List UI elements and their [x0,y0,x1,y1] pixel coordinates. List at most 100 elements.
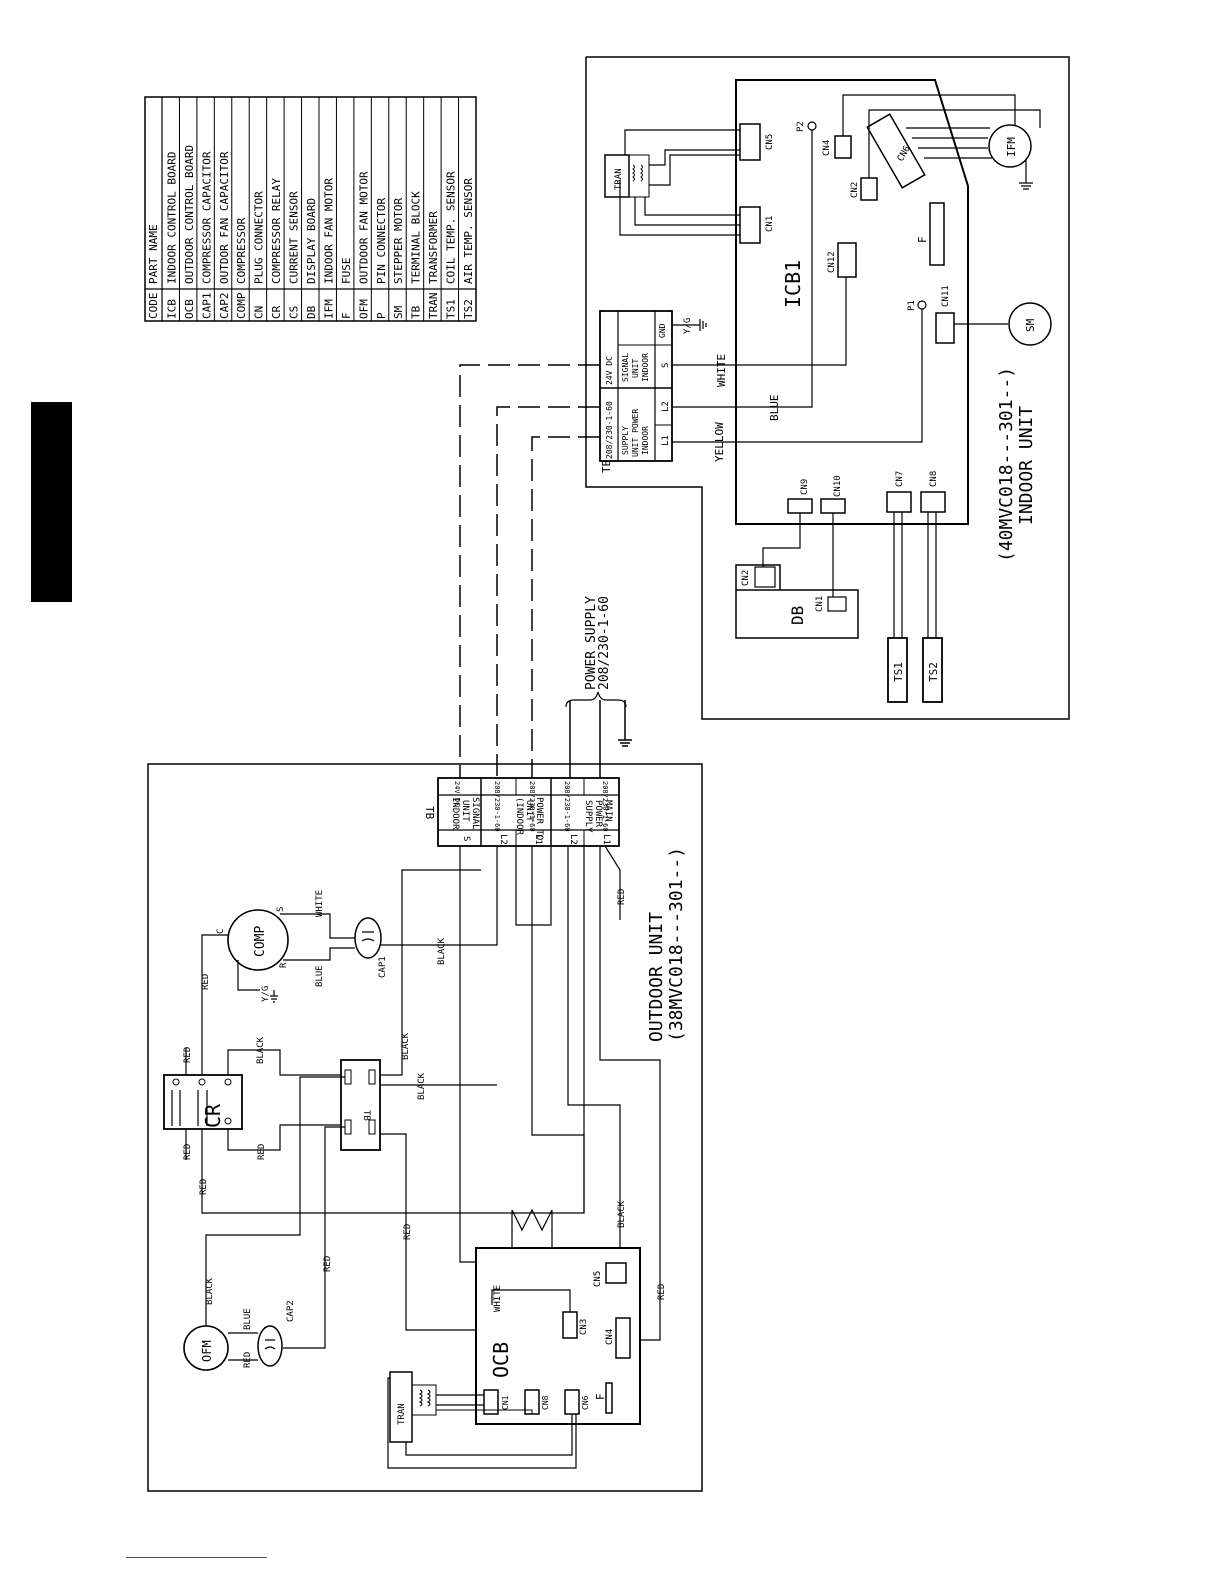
outdoor-terminal-block [437,777,620,847]
indoor-unit: ICB1 TRAN CN5 CN1 P2 CN4 CN6 CN2 IFM [585,56,1070,720]
indoor-p2-label: P2 [796,121,806,132]
db-label: DB [788,606,807,625]
legend-code: COMP [235,292,248,319]
legend-code: DB [305,305,318,319]
outdoor-fan-motor [183,1325,229,1371]
cap1-label: CAP1 [378,956,388,978]
legend-part-name: AIR TEMP. SENSOR [462,178,475,284]
comp-wire-blue: BLUE [315,965,325,987]
legend-part-name: OUTDOR FAN CAPACITOR [218,151,231,284]
legend-code: OFM [357,299,370,319]
outdoor-tb-power-3: (INDOOR [514,797,524,836]
legend-part-name: FUSE [340,258,353,285]
legend-part-name: INDOOR FAN MOTOR [322,178,335,284]
legend-part-name: COMPRESSOR [235,217,248,284]
ts1-sensor [887,637,908,703]
ocb-cn6 [564,1389,580,1415]
legend-code: CS [288,306,301,319]
cr-wire-red-bottom: RED [183,1144,193,1160]
ocb-fuse-label: F [594,1393,607,1400]
legend-part-name: PIN CONNECTOR [375,198,388,284]
indoor-fuse-label: F [916,236,929,243]
power-supply-label: POWER SUPPLY [584,596,599,690]
legend-code: TB [410,305,423,319]
outdoor-model: (38MVC018---301--) [666,847,687,1042]
outdoor-tb-signal-3: INDOOR [450,797,460,830]
legend-part-name: CURRENT SENSOR [288,191,301,284]
legend-part-name: COMPRESSOR RELAY [270,178,283,284]
indoor-cn9 [787,498,813,514]
outdoor-tb-rating-main-2: 208/230-1-60 [563,781,571,832]
cr-wire-red-top: RED [183,1047,193,1063]
indoor-cn7 [886,491,912,513]
db-cn2-label: CN2 [741,570,751,586]
indoor-tb-signal-3: INDOOR [641,353,650,382]
indoor-p2 [807,121,817,131]
icb1-label: ICB1 [781,260,805,308]
indoor-tb-l1: L1 [661,435,671,446]
legend-code: TRAN [427,293,440,320]
outdoor-unit: 208/230-1-60 208/230-1-60 208/230-1-60 2… [147,763,703,1492]
indoor-cn5 [739,123,761,161]
cr-wire-red-comp: RED [201,974,211,990]
indoor-fan-motor [988,124,1032,168]
ocb-cn5-label: CN5 [593,1271,603,1287]
indoor-cn1-label: CN1 [765,216,775,232]
outdoor-tb-rating-power-2: 208/230-1-60 [493,781,501,832]
legend-part-name: OUTDOOR FAN MOTOR [357,171,370,284]
legend-part-name: PLUG CONNECTOR [253,191,266,284]
ocb-cn4 [615,1317,631,1359]
legend-code: OCB [183,299,196,319]
indoor-cn2-label: CN2 [850,182,860,198]
legend-part-header: PART NAME [147,224,160,284]
ocb-cn4-label: CN4 [605,1329,615,1345]
cap2 [257,1325,283,1367]
comp-label: COMP [253,926,268,957]
ofm-wire-black: BLACK [205,1277,215,1305]
sm-label: SM [1024,318,1037,332]
outdoor-title: OUTDOOR UNIT [646,912,667,1042]
legend-code: F [340,312,353,319]
outdoor-tb-t-l2b: L2 [498,834,508,845]
legend-code: CAP2 [218,293,231,320]
tb2-wire-black-1: BLACK [401,1032,411,1060]
indoor-fuse [929,202,945,266]
indoor-tb-label: TB [600,459,613,473]
wire-label-yg-indoor: Y/G [683,318,693,334]
outdoor-tb-power-2: UNIT [524,800,534,822]
ofm-wire-blue: BLUE [243,1308,253,1330]
indoor-cn1 [739,206,761,244]
indoor-tb-s: S [661,363,671,368]
legend-code: SM [392,305,405,319]
cr-wire-black: BLACK [256,1036,266,1064]
wire-label-white: WHITE [715,354,728,387]
indoor-cn6 [866,113,926,189]
legend-code: CR [270,305,283,319]
ts2-sensor [922,637,943,703]
outdoor-tb-signal-2: UNIT [460,800,470,822]
indoor-tb-gnd: GND [658,323,667,338]
indoor-tb-rating-b: 24V DC [605,356,614,385]
outdoor-tb-main-3: SUPPLY [583,800,593,833]
indoor-cn8 [920,491,946,513]
indoor-tb-supply-1: SUPPLY [621,426,630,455]
interconnect-wiring [459,364,632,778]
indoor-tb-signal-2: UNIT [631,359,640,378]
cap2-label: CAP2 [286,1300,296,1322]
cap1 [354,917,382,959]
indoor-tb-supply-3: INDOOR [641,426,650,455]
ts2-label: TS2 [927,662,940,682]
ofm-label: OFM [200,1340,214,1362]
indoor-tb-signal-1: SIGNAL [621,353,630,382]
ocb-wire-red: RED [657,1284,667,1300]
ocb-cn8-label: CN8 [541,1395,550,1410]
outdoor-tb-t-s: S [461,836,471,841]
cr-wire-red-main: RED [199,1179,209,1195]
outdoor-tb-rating-main: 208/230-1-60 [601,781,609,832]
legend-code-header: CODE [147,293,160,320]
indoor-cn4 [834,135,852,159]
cr-label: CR [201,1103,225,1128]
indoor-cn10 [820,498,846,514]
legend-code: TS1 [445,299,458,319]
